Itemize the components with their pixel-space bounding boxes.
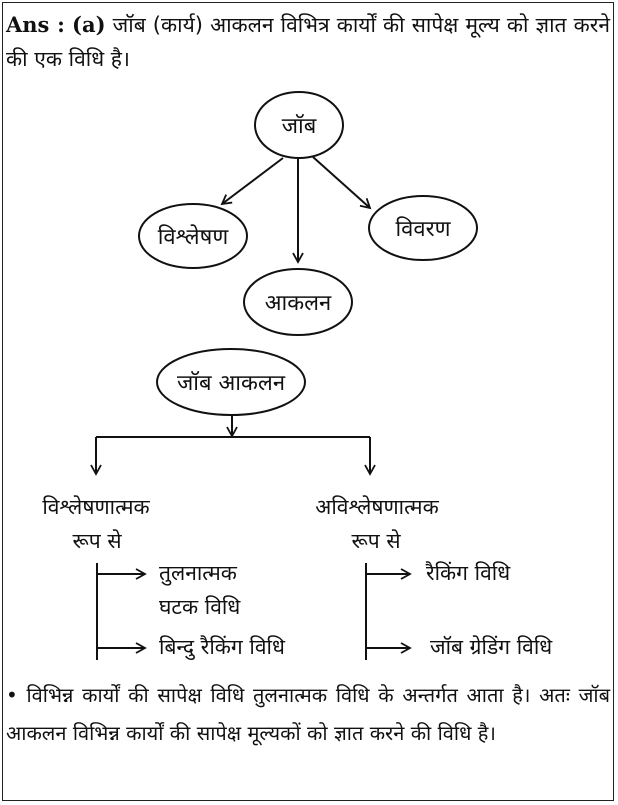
left-branch-title: विश्लेषणात्मक: [42, 495, 150, 519]
node-description-ellipse: [368, 195, 478, 261]
right-branch-title: अविश्लेषणात्मक: [315, 495, 439, 519]
node-evaluation-ellipse: [243, 268, 353, 336]
ans-label: Ans :: [6, 12, 65, 37]
node-job-label: जॉब: [282, 113, 317, 139]
bullet: •: [6, 683, 18, 707]
node-analysis-ellipse: [138, 203, 248, 269]
left-branch-subtitle: रूप से: [72, 529, 122, 553]
left-item-1-line2: घटक विधि: [159, 595, 241, 619]
right-item-2: जॉब ग्रेडिंग विधि: [430, 635, 553, 659]
closing-note: • विभिन्न कार्यों की सापेक्ष विधि तुलनात…: [6, 676, 610, 752]
node-job-ellipse: [254, 91, 344, 159]
node-evaluation-label: आकलन: [265, 291, 332, 316]
arrow-to-analysis: [220, 157, 284, 206]
node-description-label: विवरण: [395, 216, 451, 242]
job-evaluation-tree: जॉब आकलन विश्लेषणात्मक रूप से तुलनात्मक …: [42, 348, 553, 661]
answer-intro: Ans : (a) जॉब (कार्य) आकलन विभित्र कार्य…: [6, 8, 610, 76]
answer-option: (a): [72, 12, 106, 37]
node-analysis-label: विश्लेषण: [158, 224, 230, 250]
root-label: जॉब आकलन: [177, 370, 286, 396]
left-item-1-line1: तुलनात्मक: [159, 561, 238, 586]
left-item-2: बिन्दु रैकिंग विधि: [159, 635, 286, 661]
job-concept-diagram: जॉब विश्लेषण विवरण आकलन: [138, 91, 478, 336]
arrow-to-description: [312, 156, 372, 210]
right-branch-subtitle: रूप से: [351, 529, 401, 553]
intro-text: जॉब (कार्य) आकलन विभित्र कार्यों की सापे…: [6, 13, 610, 71]
note-text: विभिन्न कार्यों की सापेक्ष विधि तुलनात्म…: [6, 683, 611, 745]
right-item-1: रैकिंग विधि: [425, 561, 511, 585]
